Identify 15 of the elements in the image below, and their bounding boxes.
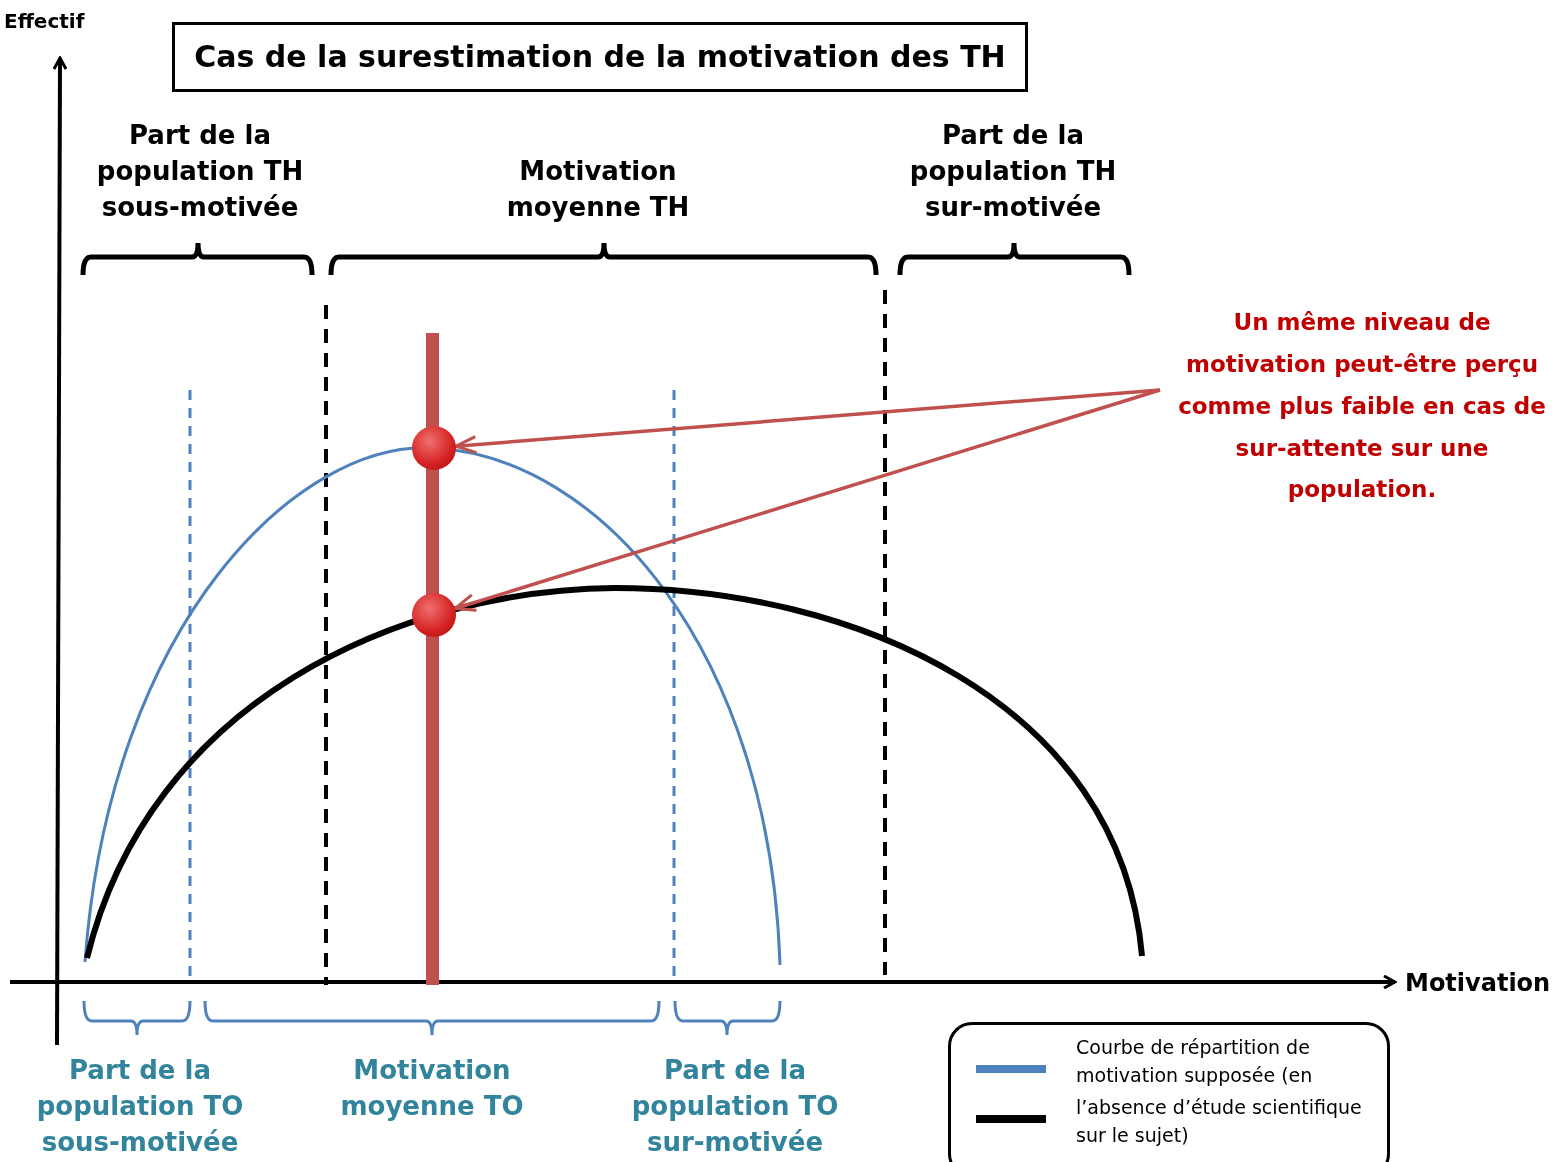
annotation-text: Un même niveau de motivation peut-être perçu comme plus faible en cas de sur-attente sur une population.: [1162, 302, 1562, 512]
title: Cas de la surestimation de la motivation des TH: [172, 22, 1028, 92]
group-label: Part de la population TO sous-motivée: [35, 1054, 245, 1159]
data-point: [412, 426, 456, 470]
data-point: [412, 593, 456, 637]
arrow: [454, 388, 1161, 455]
group-label: Part de la population TH sur-motivée: [908, 119, 1118, 224]
axis-label: Motivation: [1405, 968, 1552, 999]
group-label: Part de la population TO sur-motivée: [630, 1054, 840, 1159]
legend-text: l’absence d’étude scientifique sur le sujet): [1076, 1095, 1363, 1148]
group-label: Part de la population TH sous-motivée: [95, 119, 305, 224]
axis-label: Effectif: [4, 8, 86, 35]
group-label: Motivation moyenne TO: [339, 1054, 525, 1123]
arrow: [453, 388, 1161, 612]
group-label: Motivation moyenne TH: [505, 155, 691, 224]
